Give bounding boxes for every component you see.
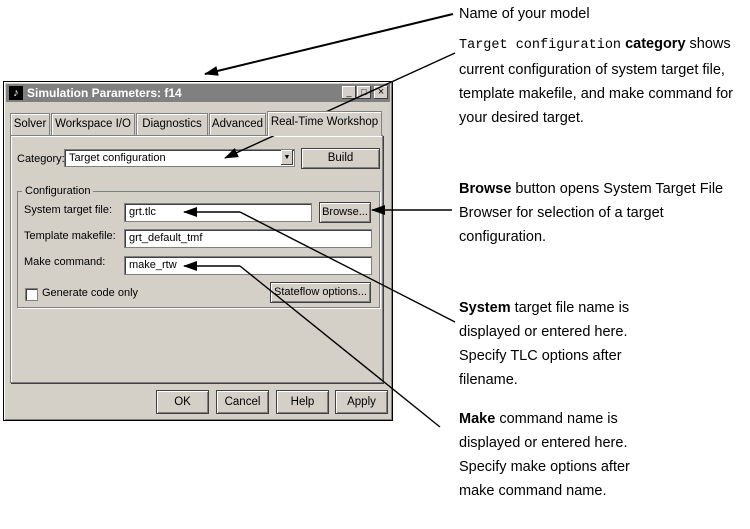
line-system-target [239,211,456,323]
browse-button[interactable]: Browse... [319,202,371,223]
window-title: Simulation Parameters: f14 [27,86,182,100]
build-button[interactable]: Build [301,148,380,169]
annotation-browse-bold: Browse [459,181,512,197]
annotation-target-mono: Target configuration [459,38,622,53]
generate-code-only-label: Generate code only [42,287,139,299]
line-make-command [239,265,441,428]
arrow-to-title [204,13,454,76]
make-command-label: Make command: [24,256,106,268]
tab-advanced[interactable]: Advanced [209,113,266,135]
system-target-file-label: System target file: [24,204,113,216]
annotation-make-rest: command name is [499,411,618,427]
apply-button[interactable]: Apply [335,390,388,414]
annotation-model-name-text: Name of your model [459,6,590,22]
configuration-group [17,191,380,308]
simulink-app-icon[interactable]: ♪ [9,86,23,100]
annotation-browse-line3: configuration. [459,229,547,245]
annotation-browse-rest: button opens System Target File [515,181,724,197]
chevron-down-icon[interactable]: ▼ [281,150,293,165]
annotation-target-line4: your desired target. [459,110,584,126]
annotation-target-line3: template makefile, and make command for [459,86,734,102]
cancel-button[interactable]: Cancel [216,390,269,414]
help-button[interactable]: Help [276,390,329,414]
ok-button[interactable]: OK [156,390,209,414]
tab-workspace-io[interactable]: Workspace I/O [51,113,135,135]
title-bar[interactable]: ♪ Simulation Parameters: f14 _ □ × [6,84,390,102]
annotation-target-bold: category [625,36,686,52]
category-value: Target configuration [69,152,166,164]
annotation-browse-line2: Browser for selection of a target [459,205,664,221]
annotation-make-command: Make command name is displayed or entere… [459,407,630,503]
annotation-system-rest: target file name is [514,300,630,316]
template-makefile-label: Template makefile: [24,230,116,242]
template-makefile-input[interactable]: grt_default_tmf [124,229,372,248]
stateflow-options-button[interactable]: Stateflow options... [270,282,371,303]
annotation-target-configuration: Target configuration category shows curr… [459,32,733,130]
annotation-target-line2: current configuration of system target f… [459,62,725,78]
tab-panel [10,135,383,383]
configuration-group-title: Configuration [22,185,94,197]
simulation-parameters-window: ♪ Simulation Parameters: f14 _ □ × Solve… [3,81,393,421]
close-button[interactable]: × [374,86,388,99]
tab-real-time-workshop[interactable]: Real-Time Workshop [267,111,382,136]
arrow-to-category [224,52,456,159]
annotation-make-line2: displayed or entered here. [459,435,628,451]
tab-solver[interactable]: Solver [10,113,50,135]
category-label: Category: [17,153,65,165]
annotation-make-bold: Make [459,411,496,427]
annotation-model-name: Name of your model [459,2,590,26]
tab-diagnostics[interactable]: Diagnostics [136,113,208,135]
annotation-system-line4: filename. [459,372,518,388]
annotation-system-bold: System [459,300,511,316]
annotation-system-line3: Specify TLC options after [459,348,622,364]
annotation-make-line3: Specify make options after [459,459,630,475]
generate-code-only-checkbox[interactable] [25,288,38,301]
annotation-target-rest: shows [689,36,731,52]
minimize-button[interactable]: _ [342,86,356,99]
annotation-make-line4: make command name. [459,483,607,499]
category-select[interactable]: Target configuration [64,149,295,167]
annotation-system-target: System target file name is displayed or … [459,296,629,392]
annotation-system-line2: displayed or entered here. [459,324,628,340]
annotation-browse: Browse button opens System Target File B… [459,177,723,249]
